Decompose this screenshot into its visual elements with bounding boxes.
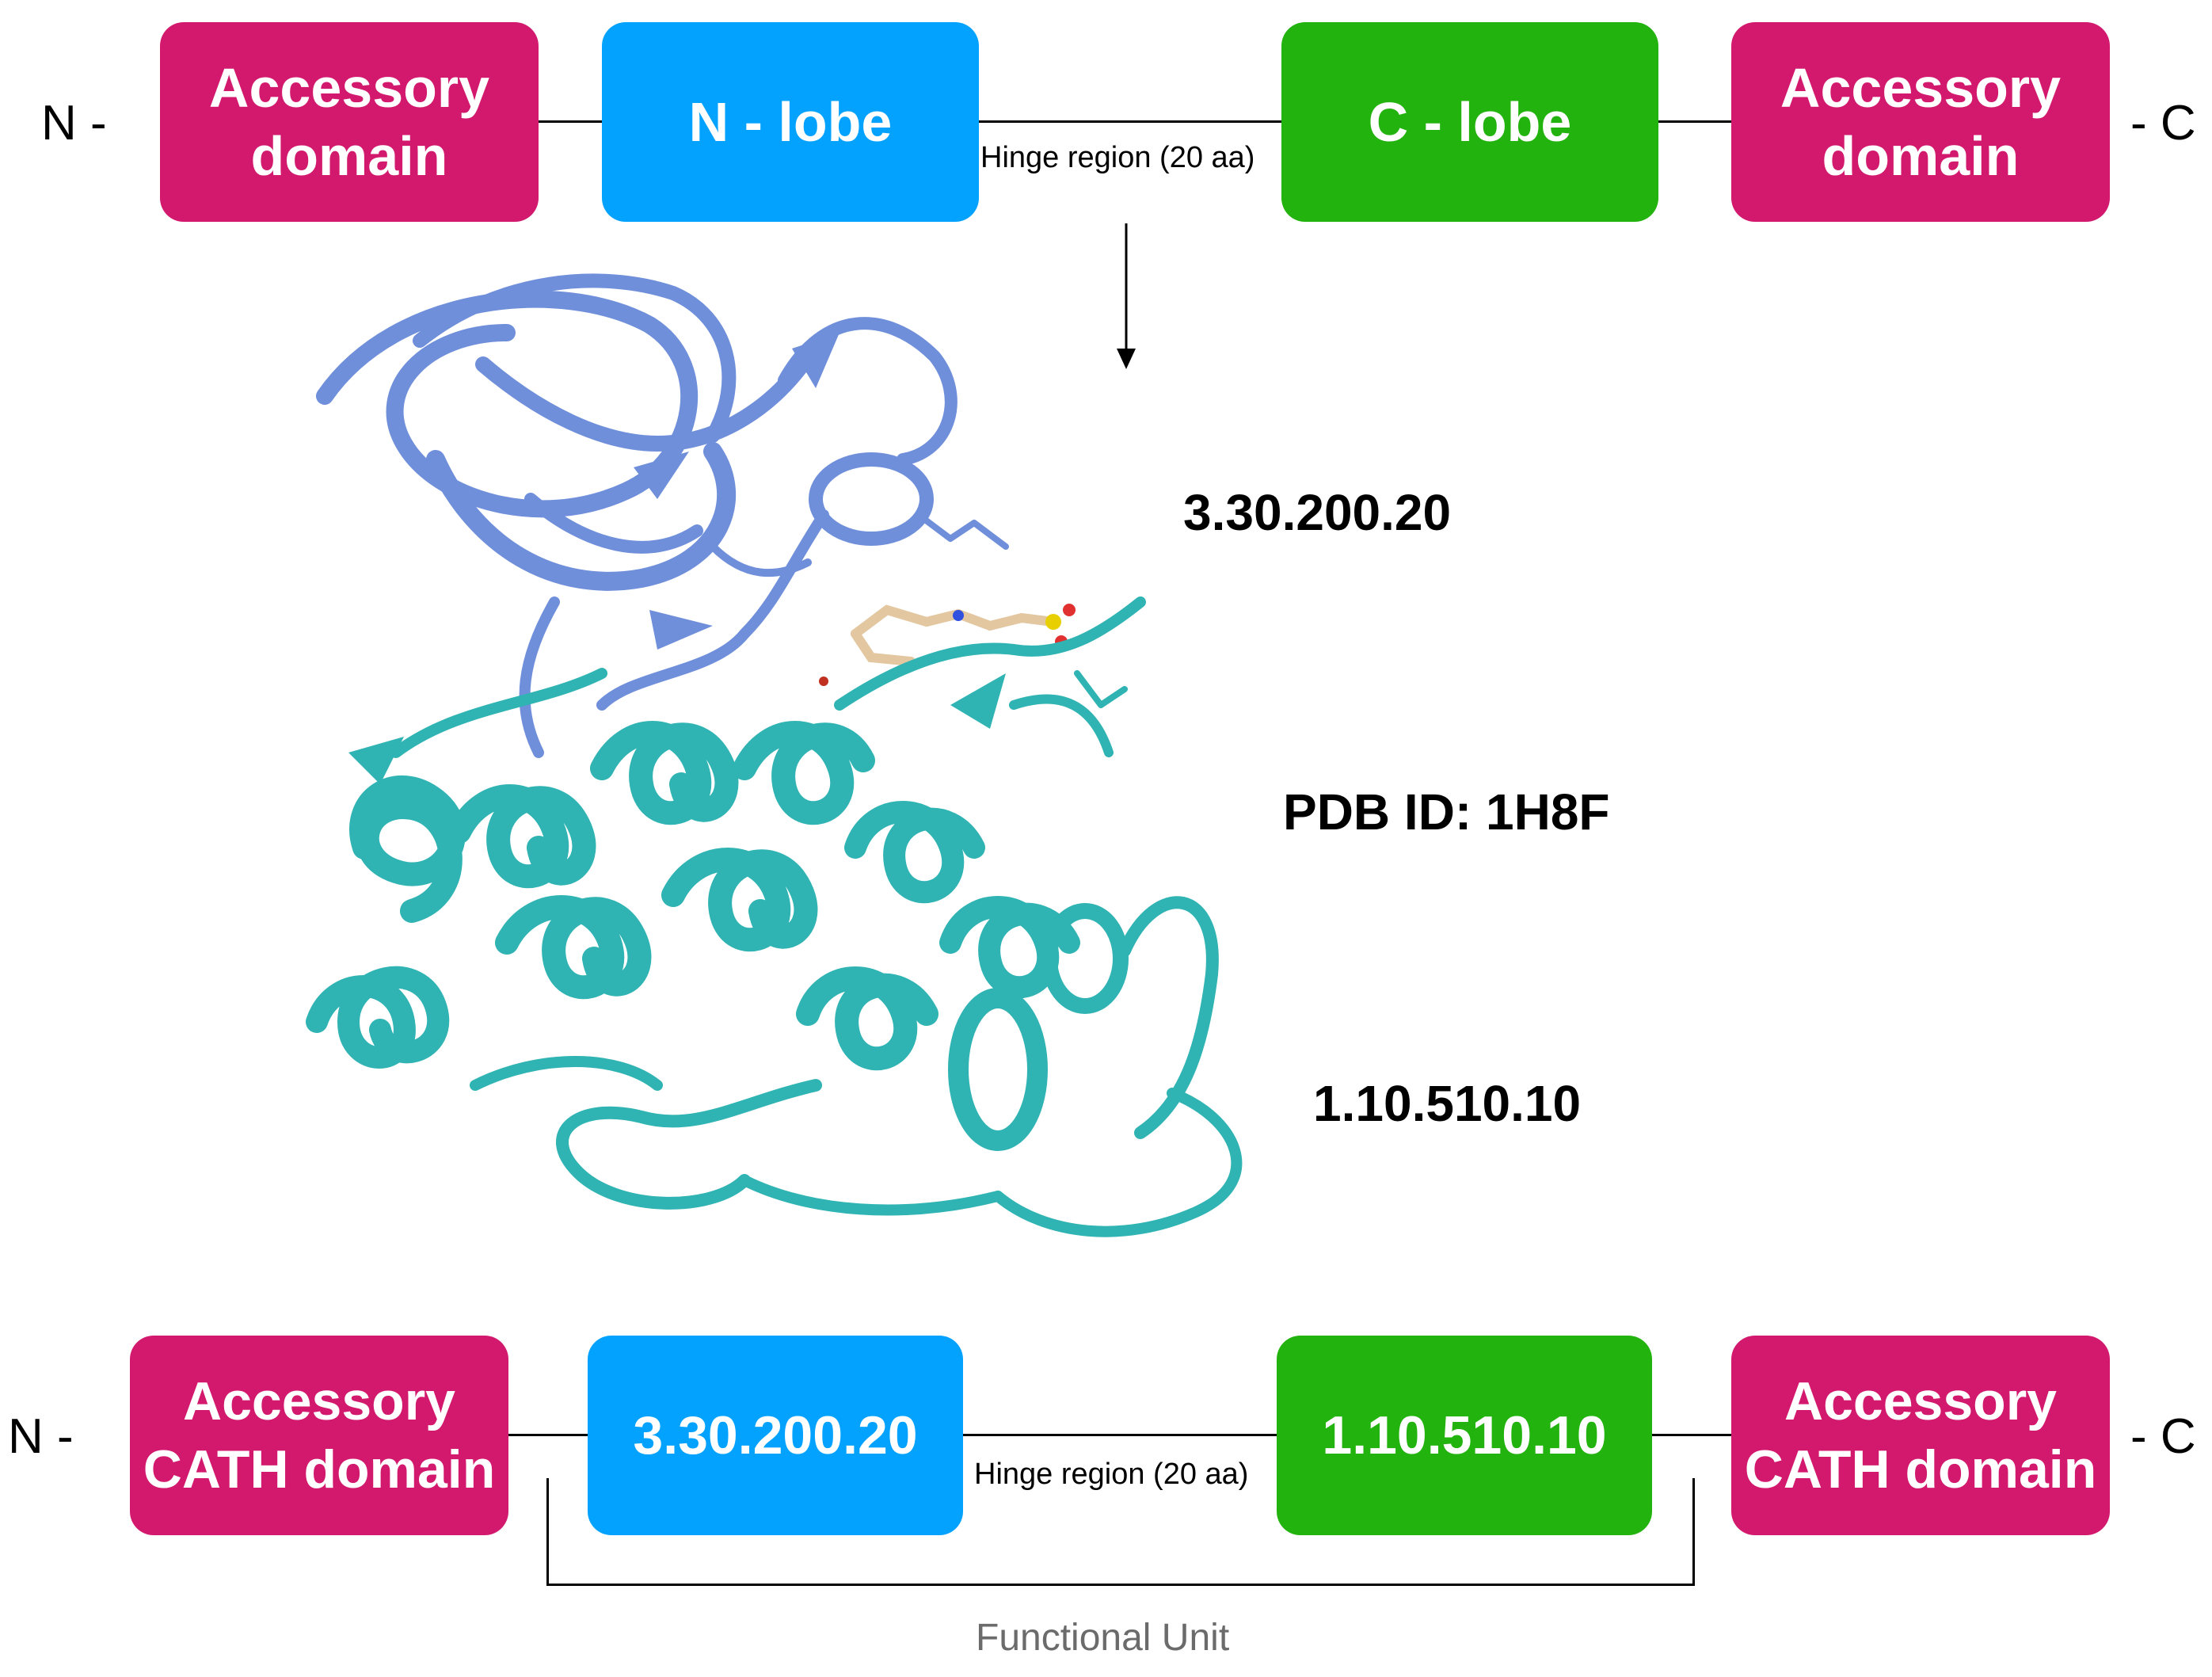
ligand-sticks	[819, 604, 1076, 686]
functional-unit-label: Functional Unit	[976, 1617, 1230, 1659]
c-lobe-box: C - lobe	[1281, 22, 1658, 222]
functional-unit-bracket-left	[546, 1478, 549, 1586]
bottom-connector-2	[963, 1434, 1277, 1436]
n-lobe-ribbon	[316, 273, 1009, 758]
bottom-n-domain-box: 3.30.200.20	[588, 1336, 963, 1535]
functional-unit-bracket-bottom	[546, 1584, 1695, 1586]
bottom-accessory-left-line1: Accessory	[182, 1371, 456, 1431]
n-lobe-cath-label: 3.30.200.20	[1183, 484, 1452, 541]
bottom-accessory-right-line2: CATH domain	[1744, 1439, 2097, 1500]
c-lobe-label: C - lobe	[1368, 91, 1572, 153]
n-lobe-box: N - lobe	[602, 22, 979, 222]
top-connector-3	[1658, 120, 1731, 123]
top-hinge-label: Hinge region (20 aa)	[980, 141, 1255, 174]
bottom-c-domain-label: 1.10.510.10	[1322, 1405, 1607, 1465]
c-lobe-cath-label: 1.10.510.10	[1313, 1075, 1582, 1132]
bottom-accessory-right-line1: Accessory	[1784, 1371, 2058, 1431]
bottom-accessory-cath-domain-left: Accessory CATH domain	[130, 1336, 508, 1535]
bottom-c-terminus: - C	[2130, 1409, 2196, 1464]
bottom-accessory-left-line2: CATH domain	[143, 1439, 496, 1500]
top-accessory-domain-right: Accessory domain	[1731, 22, 2110, 222]
top-c-terminus: - C	[2130, 96, 2196, 151]
functional-unit-bracket-right	[1692, 1478, 1695, 1586]
bottom-connector-1	[508, 1434, 588, 1436]
bottom-n-domain-label: 3.30.200.20	[633, 1405, 918, 1465]
bottom-c-domain-box: 1.10.510.10	[1277, 1336, 1652, 1535]
protein-structure-illustration	[306, 273, 1243, 1237]
n-lobe-label: N - lobe	[688, 91, 893, 153]
top-accessory-right-line1: Accessory	[1780, 57, 2062, 119]
bottom-n-terminus: N -	[8, 1409, 74, 1464]
pdb-id-label: PDB ID: 1H8F	[1283, 783, 1610, 840]
top-accessory-right-line2: domain	[1822, 125, 2020, 187]
top-n-terminus: N -	[41, 96, 107, 151]
top-accessory-left-line2: domain	[250, 125, 448, 187]
bottom-hinge-label: Hinge region (20 aa)	[974, 1458, 1249, 1491]
top-accessory-domain-left: Accessory domain	[160, 22, 539, 222]
c-lobe-ribbon	[306, 596, 1243, 1237]
top-connector-1	[539, 120, 602, 123]
top-connector-2	[979, 120, 1281, 123]
top-accessory-left-line1: Accessory	[208, 57, 490, 119]
bottom-connector-3	[1652, 1434, 1731, 1436]
bottom-accessory-cath-domain-right: Accessory CATH domain	[1731, 1336, 2110, 1535]
down-arrow-icon	[1117, 223, 1136, 369]
